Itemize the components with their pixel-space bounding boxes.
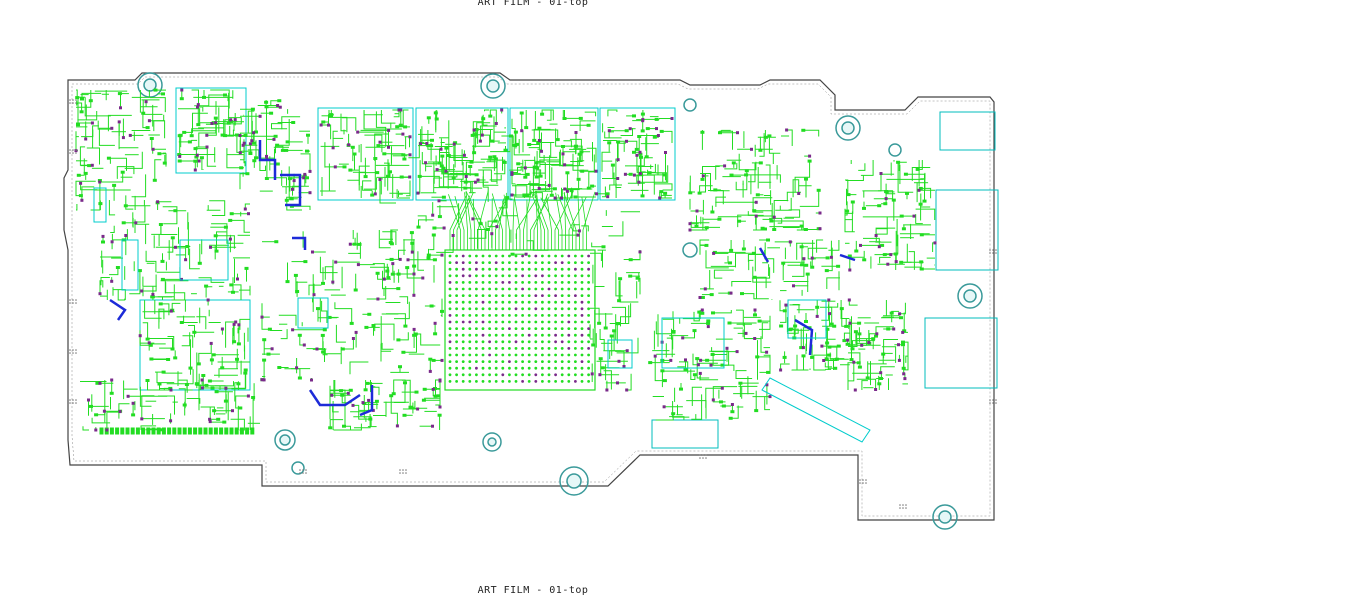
mounting-holes	[137, 72, 983, 530]
pcb-board-artwork	[63, 72, 999, 530]
bga-region	[444, 249, 596, 391]
vias	[69, 88, 997, 509]
connectors	[651, 111, 999, 449]
film-title-top: ART FILM - 01-top	[477, 0, 589, 8]
ic-outlines	[93, 187, 827, 369]
highlight-nets	[109, 140, 856, 417]
flex-connector	[761, 377, 871, 443]
board-outline	[63, 72, 995, 521]
film-title-bottom: ART FILM - 01-top	[477, 585, 589, 596]
copper-traces	[75, 88, 936, 435]
